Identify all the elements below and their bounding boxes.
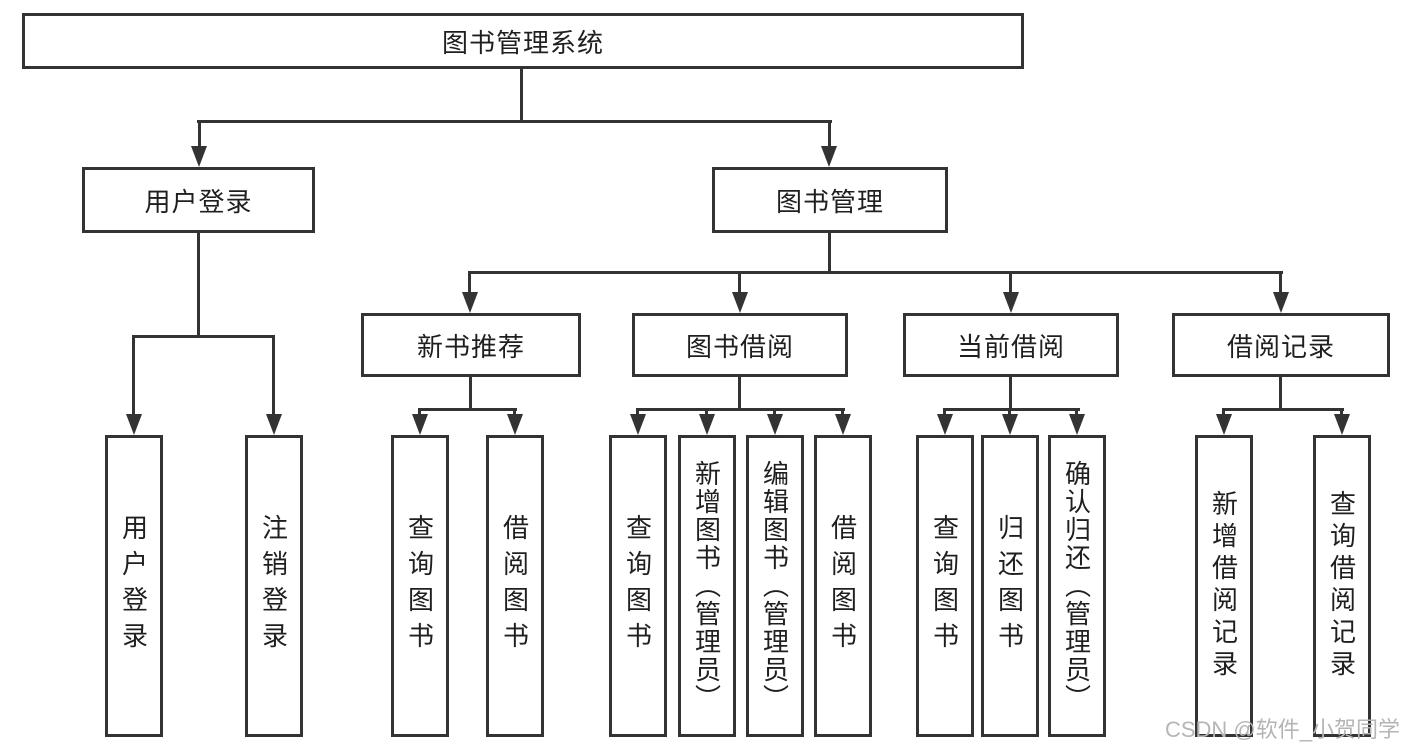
leaf-records-add-record: 新增借阅记录	[1195, 435, 1253, 737]
leaf-records-query-record: 查询借阅记录	[1313, 435, 1371, 737]
connector-line	[513, 408, 516, 417]
arrowhead-down-icon	[1273, 292, 1289, 313]
arrowhead-down-icon	[835, 414, 851, 435]
arrowhead-down-icon	[266, 414, 282, 435]
connector-line	[1222, 408, 1225, 417]
connector-line	[1279, 377, 1282, 408]
connector-line	[132, 335, 275, 338]
connector-line	[943, 408, 946, 417]
node-current-borrowing: 当前借阅	[903, 313, 1119, 377]
node-label: 图书借阅	[685, 331, 794, 362]
connector-line	[1279, 274, 1282, 293]
leaf-recommend-query-books: 查询图书	[391, 435, 449, 737]
arrowhead-down-icon	[699, 414, 715, 435]
arrowhead-down-icon	[507, 414, 523, 435]
arrowhead-down-icon	[937, 414, 953, 435]
node-library-management-system: 图书管理系统	[22, 13, 1024, 69]
connector-line	[828, 123, 831, 149]
connector-line	[705, 408, 708, 417]
connector-line	[197, 233, 200, 335]
arrowhead-down-icon	[1003, 292, 1019, 313]
node-borrowing-records: 借阅记录	[1172, 313, 1390, 377]
arrowhead-down-icon	[1002, 414, 1018, 435]
connector-line	[738, 274, 741, 293]
connector-line	[1009, 377, 1012, 408]
leaf-label: 查询图书	[622, 514, 653, 658]
leaf-current-return-books: 归还图书	[981, 435, 1039, 737]
connector-line	[773, 408, 776, 417]
leaf-label: 查询借阅记录	[1326, 490, 1357, 682]
leaf-label: 用户登录	[118, 514, 149, 658]
node-label: 借阅记录	[1226, 331, 1335, 362]
arrowhead-down-icon	[1216, 414, 1232, 435]
arrowhead-down-icon	[462, 292, 478, 313]
connector-line	[198, 123, 201, 149]
leaf-current-confirm-return-admin: 确认归还（管理员）	[1048, 435, 1106, 737]
connector-line	[469, 377, 472, 408]
leaf-current-query-books: 查询图书	[916, 435, 974, 737]
arrowhead-down-icon	[821, 146, 837, 167]
leaf-label: 编辑图书（管理员）	[759, 460, 790, 712]
connector-line	[1009, 274, 1012, 293]
leaf-recommend-borrow-books: 借阅图书	[486, 435, 544, 737]
arrowhead-down-icon	[412, 414, 428, 435]
connector-line	[636, 408, 639, 417]
connector-line	[828, 233, 831, 271]
node-user-login: 用户登录	[82, 167, 315, 233]
connector-line	[1222, 408, 1344, 411]
arrowhead-down-icon	[767, 414, 783, 435]
leaf-label: 查询图书	[404, 514, 435, 658]
connector-line	[1075, 408, 1078, 417]
connector-line	[738, 377, 741, 408]
node-book-management: 图书管理	[712, 167, 948, 233]
connector-line	[132, 338, 135, 415]
node-label: 图书管理	[775, 186, 884, 217]
connector-line	[418, 408, 421, 417]
arrowhead-down-icon	[732, 292, 748, 313]
leaf-label: 归还图书	[994, 514, 1025, 658]
leaf-borrow-query-books: 查询图书	[609, 435, 667, 737]
connector-line	[1008, 408, 1011, 417]
connector-line	[943, 408, 1080, 411]
leaf-borrow-add-books-admin: 新增图书（管理员）	[678, 435, 736, 737]
arrowhead-down-icon	[630, 414, 646, 435]
connector-line	[468, 271, 1283, 274]
leaf-borrow-edit-books-admin: 编辑图书（管理员）	[746, 435, 804, 737]
node-book-borrowing: 图书借阅	[632, 313, 848, 377]
node-new-book-recommendation: 新书推荐	[361, 313, 581, 377]
node-label: 当前借阅	[956, 331, 1065, 362]
node-label: 图书管理系统	[441, 27, 604, 58]
arrowhead-down-icon	[1334, 414, 1350, 435]
leaf-label: 新增图书（管理员）	[691, 460, 722, 712]
connector-line	[418, 408, 517, 411]
connector-line	[520, 69, 523, 120]
leaf-user-login: 用户登录	[105, 435, 163, 737]
connector-line	[197, 120, 832, 123]
connector-line	[468, 274, 471, 293]
leaf-label: 借阅图书	[499, 514, 530, 658]
connector-line	[1340, 408, 1343, 417]
watermark: CSDN @软件_小贺同学	[1164, 717, 1400, 742]
connector-line	[636, 408, 845, 411]
leaf-label: 借阅图书	[827, 514, 858, 658]
connector-line	[272, 338, 275, 415]
leaf-label: 确认归还（管理员）	[1061, 460, 1092, 712]
connector-line	[841, 408, 844, 417]
leaf-label: 新增借阅记录	[1208, 490, 1239, 682]
leaf-label: 注销登录	[258, 514, 289, 658]
node-label: 新书推荐	[416, 331, 525, 362]
arrowhead-down-icon	[191, 146, 207, 167]
leaf-logout: 注销登录	[245, 435, 303, 737]
leaf-label: 查询图书	[929, 514, 960, 658]
arrowhead-down-icon	[126, 414, 142, 435]
leaf-borrow-borrow-books: 借阅图书	[814, 435, 872, 737]
arrowhead-down-icon	[1069, 414, 1085, 435]
node-label: 用户登录	[144, 186, 253, 217]
